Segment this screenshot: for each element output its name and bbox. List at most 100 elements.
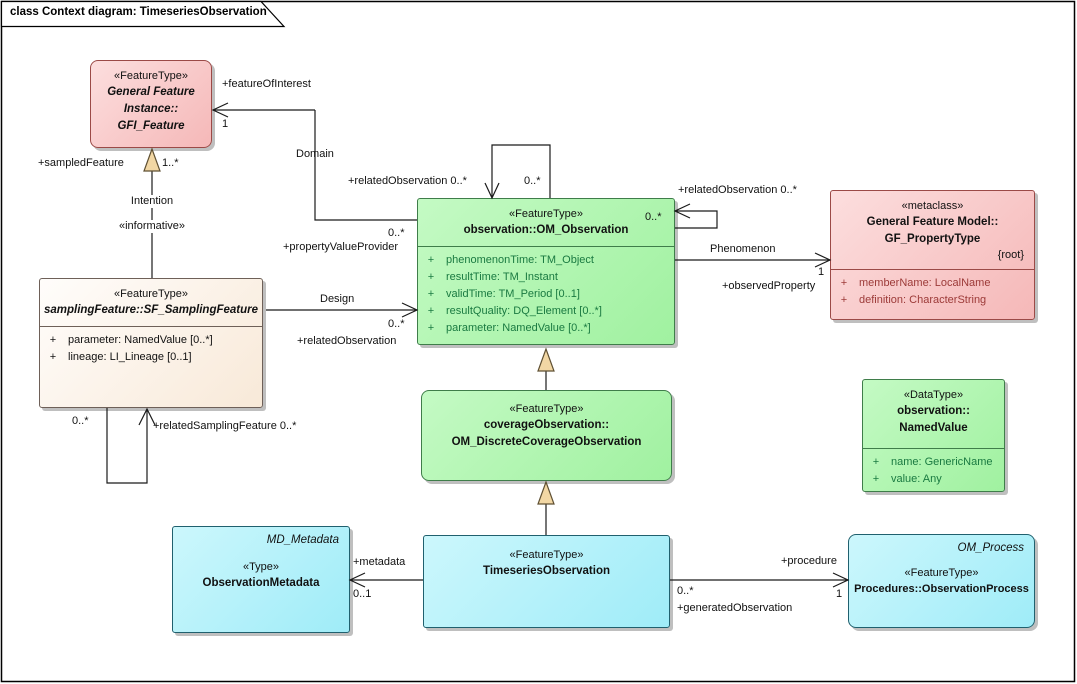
stereotype: «metaclass»: [901, 200, 964, 212]
label-phenomenon-mult: 1: [818, 266, 825, 278]
attribute-compartment: + phenomenonTime: TM_Object + resultTime…: [418, 246, 674, 344]
class-gf-property-type[interactable]: «metaclass» General Feature Model:: GF_P…: [830, 190, 1035, 320]
arrow-metadata: [348, 572, 366, 588]
arrow-feature-of-interest: [211, 102, 229, 118]
class-timeseries-observation[interactable]: «FeatureType» TimeseriesObservation: [423, 535, 670, 628]
diagram-title: class Context diagram: TimeseriesObserva…: [10, 6, 267, 18]
attribute-text: resultTime: TM_Instant: [446, 271, 558, 283]
label-intention: Intention: [128, 195, 176, 208]
class-header: «FeatureType» General Feature Instance::…: [91, 61, 211, 135]
label-observed-property-role: +observedProperty: [722, 280, 816, 292]
class-name: ObservationMetadata: [202, 577, 320, 589]
visibility: +: [427, 271, 435, 283]
generalization-triangle-sampled-feature: [143, 147, 161, 172]
arrow-phenomenon: [814, 252, 832, 268]
class-header: «DataType» observation:: NamedValue: [863, 380, 1004, 448]
visibility: +: [840, 294, 848, 306]
attribute-text: value: Any: [891, 473, 942, 485]
parent-type-label: MD_Metadata: [266, 534, 339, 546]
class-om-discrete-coverage-observation[interactable]: «FeatureType» coverageObservation:: OM_D…: [421, 390, 672, 481]
connector-related-observation-top: [491, 144, 551, 198]
label-property-value-provider-mult: 0..*: [388, 227, 405, 239]
class-name-line: GFI_Feature: [117, 120, 185, 132]
label-feature-of-interest-role: +featureOfInterest: [222, 78, 311, 90]
label-related-observation-right-role: +relatedObservation 0..*: [678, 184, 797, 196]
label-metadata-role: +metadata: [353, 556, 406, 568]
visibility: +: [49, 334, 57, 346]
label-design: Design: [320, 293, 355, 305]
class-observation-metadata[interactable]: MD_Metadata «Type» ObservationMetadata: [172, 526, 350, 633]
label-phenomenon: Phenomenon: [710, 243, 776, 255]
class-name-line: NamedValue: [899, 422, 968, 434]
attribute-text: parameter: NamedValue [0..*]: [446, 322, 591, 334]
class-name-line: coverageObservation::: [483, 419, 610, 431]
class-header: «FeatureType» TimeseriesObservation: [424, 536, 669, 580]
class-header: «FeatureType» samplingFeature::SF_Sampli…: [40, 279, 262, 326]
class-header: «FeatureType» coverageObservation:: OM_D…: [422, 391, 671, 451]
class-header: «metaclass» General Feature Model:: GF_P…: [831, 191, 1034, 269]
class-name-line: observation::: [897, 405, 970, 417]
attribute: + name: GenericName: [863, 454, 1004, 471]
visibility: +: [49, 351, 57, 363]
attribute-text: memberName: LocalName: [859, 277, 991, 289]
attribute-compartment: + name: GenericName + value: Any: [863, 448, 1004, 491]
label-sampling-loop-mult: 0..*: [72, 415, 89, 427]
visibility: +: [427, 305, 435, 317]
visibility: +: [872, 473, 880, 485]
stereotype: «DataType»: [903, 389, 964, 401]
visibility: +: [427, 254, 435, 266]
label-related-observation-top-role: +relatedObservation 0..*: [348, 175, 467, 187]
class-gfi-feature[interactable]: «FeatureType» General Feature Instance::…: [90, 60, 212, 148]
label-metadata-mult: 0..1: [353, 588, 372, 600]
stereotype: «FeatureType»: [509, 403, 584, 415]
label-sampled-feature-role: +sampledFeature: [38, 157, 124, 169]
attribute: + parameter: NamedValue [0..*]: [418, 320, 674, 337]
connector-domain-elbow: [314, 110, 417, 221]
class-sf-sampling-feature[interactable]: «FeatureType» samplingFeature::SF_Sampli…: [39, 278, 263, 408]
arrow-related-observation-right: [673, 203, 691, 219]
attribute: + memberName: LocalName: [831, 275, 1034, 292]
attribute-text: phenomenonTime: TM_Object: [446, 254, 594, 266]
attribute-compartment: + parameter: NamedValue [0..*] + lineage…: [40, 326, 262, 407]
attribute-text: resultQuality: DQ_Element [0..*]: [446, 305, 602, 317]
class-name-line: OM_DiscreteCoverageObservation: [451, 436, 642, 448]
attribute-text: definition: CharacterString: [859, 294, 987, 306]
attribute: + resultQuality: DQ_Element [0..*]: [418, 303, 674, 320]
label-design-mult: 0..*: [388, 318, 405, 330]
stereotype: «FeatureType»: [509, 208, 583, 220]
arrow-design: [401, 302, 419, 318]
stereotype: «FeatureType»: [114, 288, 188, 300]
label-procedure-role: +procedure: [781, 555, 837, 567]
stereotype: «Type»: [242, 561, 280, 573]
visibility: +: [427, 322, 435, 334]
generalization-triangle-timeseries: [537, 480, 555, 505]
label-related-sampling-feature-role: +relatedSamplingFeature 0..*: [153, 420, 297, 432]
attribute-text: parameter: NamedValue [0..*]: [68, 334, 213, 346]
label-property-value-provider-role: +propertyValueProvider: [283, 241, 399, 253]
class-name: TimeseriesObservation: [483, 565, 610, 577]
label-sampled-feature-mult: 1..*: [162, 157, 179, 169]
class-header: OM_Process «FeatureType» Procedures::Obs…: [849, 535, 1034, 598]
class-tag-root: {root}: [997, 249, 1024, 261]
attribute-text: name: GenericName: [891, 456, 993, 468]
arrow-related-observation-top: [484, 182, 500, 200]
attribute-text: validTime: TM_Period [0..1]: [446, 288, 580, 300]
parent-type-label: OM_Process: [957, 542, 1024, 554]
class-named-value[interactable]: «DataType» observation:: NamedValue + na…: [862, 379, 1005, 492]
visibility: +: [840, 277, 848, 289]
class-name-line: General Feature Model::: [866, 216, 999, 228]
label-domain: Domain: [296, 148, 334, 160]
class-observation-process[interactable]: OM_Process «FeatureType» Procedures::Obs…: [848, 534, 1035, 628]
visibility: +: [427, 288, 435, 300]
label-generated-observation-mult: 0..*: [677, 585, 694, 597]
arrow-procedure: [832, 572, 850, 588]
generalization-triangle-coverage: [537, 347, 555, 372]
connector-related-observation-right: [675, 210, 718, 229]
class-name-line: General Feature: [107, 86, 195, 98]
attribute: + value: Any: [863, 471, 1004, 488]
class-name: samplingFeature::SF_SamplingFeature: [43, 304, 259, 316]
class-name-line: Instance::: [123, 103, 179, 115]
class-om-observation[interactable]: «FeatureType» observation::OM_Observatio…: [417, 198, 675, 345]
label-related-observation-corner-mult: 0..*: [645, 211, 662, 223]
